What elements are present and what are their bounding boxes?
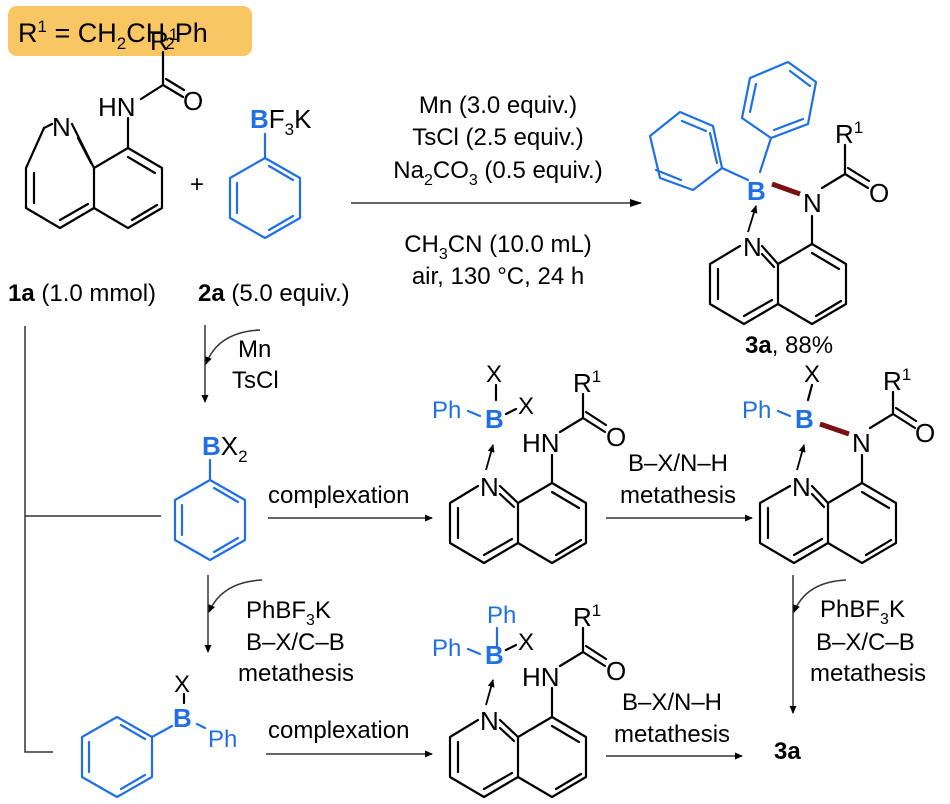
svg-text:Ph: Ph bbox=[208, 726, 237, 753]
svg-text:X: X bbox=[804, 361, 820, 388]
svg-text:N: N bbox=[792, 472, 811, 502]
svg-text:N: N bbox=[803, 188, 822, 218]
svg-text:O: O bbox=[869, 178, 889, 208]
step-label-complexation-2: complexation bbox=[268, 717, 409, 744]
step-label-complexation-1: complexation bbox=[268, 482, 409, 509]
svg-text:Ph: Ph bbox=[432, 635, 461, 662]
svg-text:BF3K: BF3K bbox=[250, 104, 312, 139]
svg-text:X: X bbox=[486, 361, 502, 388]
svg-text:B: B bbox=[485, 640, 504, 670]
svg-text:O: O bbox=[183, 86, 203, 116]
product-3a-label: 3a, 88% bbox=[745, 332, 833, 359]
svg-text:O: O bbox=[606, 422, 626, 452]
condition-tscl: TsCl (2.5 equiv.) bbox=[412, 124, 584, 151]
step-label-metathesis-1: metathesis bbox=[620, 482, 736, 509]
intermediate-complex-2: Ph Ph B X N HN O R1 bbox=[432, 601, 626, 799]
svg-text:B: B bbox=[795, 404, 814, 434]
step-label-phbf3k-left: PhBF3K bbox=[246, 597, 331, 629]
svg-text:B: B bbox=[485, 404, 504, 434]
svg-text:O: O bbox=[915, 418, 935, 448]
step-label-mn: Mn bbox=[238, 336, 271, 363]
step-label-metathesis-right: metathesis bbox=[810, 660, 926, 687]
step-label-bxnh-1: B–X/N–H bbox=[628, 450, 728, 477]
step-label-metathesis-2: metathesis bbox=[614, 721, 730, 748]
reactant-2a-label: 2a (5.0 equiv.) bbox=[198, 280, 350, 307]
reaction-conditions: Mn (3.0 equiv.) TsCl (2.5 equiv.) Na2CO3… bbox=[393, 92, 602, 290]
step-label-phbf3k-right: PhBF3K bbox=[820, 596, 905, 628]
svg-text:X: X bbox=[174, 671, 190, 698]
condition-solvent: CH3CN (10.0 mL) bbox=[404, 231, 592, 263]
pathway-bracket bbox=[24, 326, 161, 753]
svg-text:HN: HN bbox=[522, 428, 560, 458]
svg-text:R1: R1 bbox=[835, 118, 863, 149]
svg-text:R1: R1 bbox=[883, 365, 911, 396]
svg-text:HN: HN bbox=[98, 92, 136, 122]
svg-text:Ph: Ph bbox=[432, 397, 461, 424]
svg-text:Ph: Ph bbox=[742, 397, 771, 424]
condition-mn: Mn (3.0 equiv.) bbox=[419, 92, 577, 119]
product-3a-structure: B N N O R1 bbox=[648, 60, 889, 326]
reactant-2a-structure: BF3K bbox=[228, 104, 312, 240]
svg-text:BX2: BX2 bbox=[202, 431, 248, 466]
step-label-bxnh-2: B–X/N–H bbox=[622, 689, 722, 716]
step-label-metathesis-left: metathesis bbox=[238, 660, 354, 687]
svg-text:N: N bbox=[480, 706, 499, 736]
step-label-tscl: TsCl bbox=[232, 367, 279, 394]
svg-text:R1: R1 bbox=[573, 367, 601, 398]
condition-atmosphere-temp-time: air, 130 °C, 24 h bbox=[412, 263, 584, 290]
step-label-bxcb-right: B–X/C–B bbox=[816, 629, 915, 656]
intermediate-ph2bx: B X Ph bbox=[80, 671, 237, 799]
svg-text:R1: R1 bbox=[573, 601, 601, 632]
svg-text:Ph: Ph bbox=[487, 602, 516, 629]
svg-text:N: N bbox=[852, 428, 871, 458]
svg-text:HN: HN bbox=[522, 662, 560, 692]
condition-base: Na2CO3 (0.5 equiv.) bbox=[393, 157, 602, 189]
svg-text:X: X bbox=[518, 393, 534, 420]
substituent-definition-box: R1 = CH2CH2Ph bbox=[8, 6, 252, 56]
step-label-bxcb-left: B–X/C–B bbox=[246, 629, 345, 656]
svg-text:O: O bbox=[606, 656, 626, 686]
svg-text:N: N bbox=[480, 472, 499, 502]
intermediate-chelate-phbx: Ph B X N N O R1 bbox=[742, 361, 935, 565]
svg-text:N: N bbox=[743, 232, 762, 262]
final-product-3a-label: 3a bbox=[774, 738, 801, 765]
svg-text:B: B bbox=[173, 703, 192, 733]
plus-sign: + bbox=[190, 171, 204, 198]
reactant-1a-structure: N HN O R1 bbox=[24, 25, 203, 230]
svg-text:X: X bbox=[518, 629, 534, 656]
svg-text:R1 = CH2CH2Ph: R1 = CH2CH2Ph bbox=[18, 17, 208, 53]
svg-text:B: B bbox=[747, 176, 766, 206]
reactant-1a-label: 1a (1.0 mmol) bbox=[8, 280, 156, 307]
svg-text:N: N bbox=[52, 112, 71, 142]
svg-text:R1: R1 bbox=[150, 25, 178, 56]
intermediate-phbx2: BX2 bbox=[173, 431, 248, 562]
intermediate-complex-1: Ph B X X N HN O R1 bbox=[432, 361, 626, 565]
